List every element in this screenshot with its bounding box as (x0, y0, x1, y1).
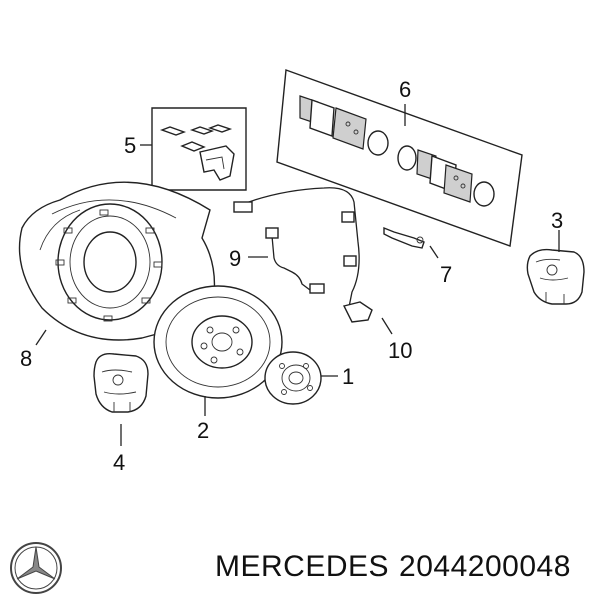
callout-8: 8 (20, 346, 32, 371)
callout-6: 6 (399, 77, 411, 102)
wear-sensor-cable (248, 227, 325, 294)
part-number: 2044200048 (399, 550, 571, 583)
callout-5: 5 (124, 133, 136, 158)
mercedes-star-icon (10, 542, 62, 594)
brand-name: MERCEDES (215, 550, 390, 583)
brake-rotor (153, 285, 283, 416)
wheel-hub (264, 351, 338, 405)
callout-2: 2 (197, 418, 209, 443)
brake-pad-set-panel (276, 69, 523, 247)
callout-10: 10 (388, 338, 412, 363)
callout-9: 9 (229, 246, 241, 271)
dust-shield (18, 181, 216, 346)
callout-3: 3 (551, 208, 563, 233)
callout-7: 7 (440, 262, 452, 287)
sensor-clip (383, 226, 439, 259)
callout-1: 1 (342, 364, 354, 389)
callout-4: 4 (113, 450, 125, 475)
abs-sensor-cable (233, 187, 393, 335)
footer-part-label: MERCEDES 2044200048 (215, 550, 581, 584)
caliper-left (93, 352, 149, 446)
hardware-kit-panel (140, 107, 247, 191)
caliper-right (526, 230, 585, 305)
